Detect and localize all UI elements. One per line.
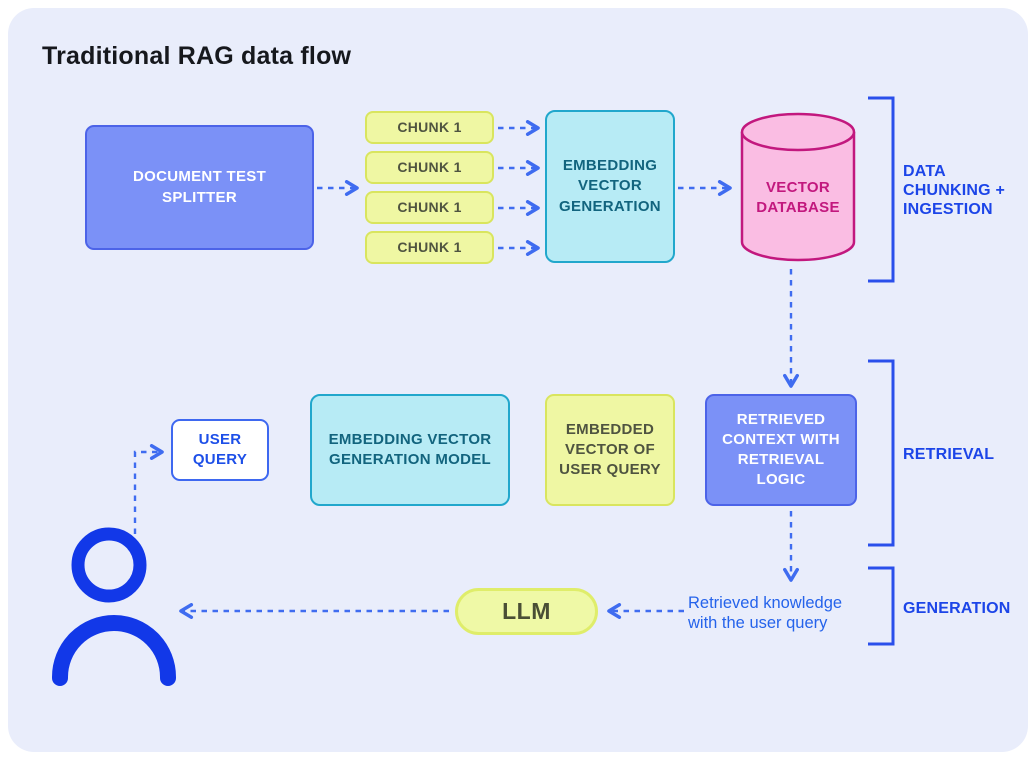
node-user-query: USER QUERY — [171, 419, 269, 481]
node-label: VECTOR DATABASE — [756, 178, 840, 216]
node-label: USER QUERY — [192, 430, 248, 468]
bracket-label-retrieval: RETRIEVAL — [903, 446, 995, 463]
retrieved-knowledge-annotation: Retrieved knowledge with the user query — [688, 594, 843, 633]
node-retrieved-context-with-retrieval-logic: RETRIEVED CONTEXT WITH RETRIEVAL LOGIC — [705, 394, 857, 506]
database-cylinder-icon — [740, 112, 856, 262]
node-label: CHUNK 1 — [397, 199, 462, 216]
node-chunk-1: CHUNK 1 — [365, 111, 494, 144]
node-embedding-vector-generation: EMBEDDING VECTOR GENERATION — [545, 110, 675, 263]
node-label: CHUNK 1 — [397, 119, 462, 136]
node-label: RETRIEVED CONTEXT WITH RETRIEVAL LOGIC — [722, 410, 840, 489]
bracket-label-generation: GENERATION — [903, 600, 1011, 617]
node-label: EMBEDDING VECTOR GENERATION — [559, 157, 661, 215]
page-title: Traditional RAG data flow — [42, 42, 352, 70]
node-chunk-3: CHUNK 1 — [365, 191, 494, 224]
node-label: LLM — [502, 597, 551, 624]
node-embedding-vector-generation-model: EMBEDDING VECTOR GENERATION MODEL — [310, 394, 510, 506]
node-llm: LLM — [455, 588, 598, 635]
node-chunk-4: CHUNK 1 — [365, 231, 494, 264]
node-label: EMBEDDED VECTOR OF USER QUERY — [559, 420, 661, 479]
node-document-test-splitter: DOCUMENT TEST SPLITTER — [85, 125, 314, 250]
node-chunk-2: CHUNK 1 — [365, 151, 494, 184]
node-label: DOCUMENT TEST SPLITTER — [132, 168, 267, 206]
bracket-label-data-chunking-ingestion: DATA CHUNKING + INGESTION — [903, 163, 1006, 219]
node-label: CHUNK 1 — [397, 239, 462, 256]
diagram-panel — [8, 8, 1028, 752]
node-vector-database: VECTOR DATABASE — [740, 112, 856, 262]
node-label: EMBEDDING VECTOR GENERATION MODEL — [328, 430, 492, 468]
node-embedded-vector-of-user-query: EMBEDDED VECTOR OF USER QUERY — [545, 394, 675, 506]
node-label: CHUNK 1 — [397, 159, 462, 176]
